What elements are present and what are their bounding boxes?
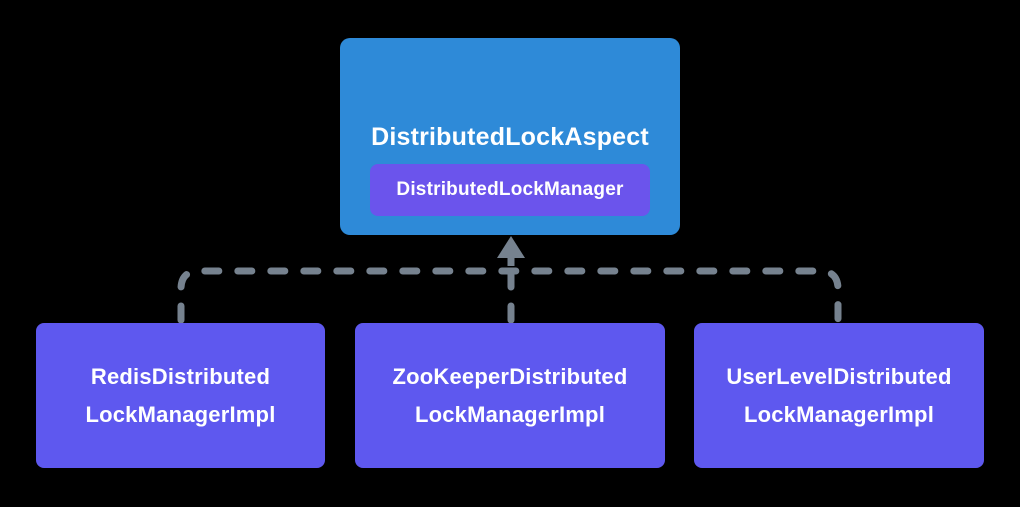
impl-box-label-line1: UserLevelDistributed bbox=[726, 363, 952, 389]
arrow-up-icon bbox=[497, 236, 525, 258]
impl-box-label-line2: LockManagerImpl bbox=[414, 401, 606, 427]
impl-box-redis: RedisDistributed LockManagerImpl bbox=[36, 323, 325, 468]
impl-box-userlevel: UserLevelDistributed LockManagerImpl bbox=[694, 323, 984, 468]
parent-box-distributed-lock-aspect: DistributedLockAspect DistributedLockMan… bbox=[340, 38, 680, 235]
impl-box-label-line1: RedisDistributed bbox=[90, 363, 271, 389]
dependency-box-distributed-lock-manager: DistributedLockManager bbox=[370, 164, 650, 216]
impl-box-label-line1: ZooKeeperDistributed bbox=[392, 363, 628, 389]
impl-box-label-line2: LockManagerImpl bbox=[85, 401, 276, 427]
dependency-box-label: DistributedLockManager bbox=[396, 179, 624, 200]
impl-box-zookeeper: ZooKeeperDistributed LockManagerImpl bbox=[355, 323, 665, 468]
parent-box-title: DistributedLockAspect bbox=[371, 123, 649, 151]
impl-box-label-line2: LockManagerImpl bbox=[743, 401, 935, 427]
